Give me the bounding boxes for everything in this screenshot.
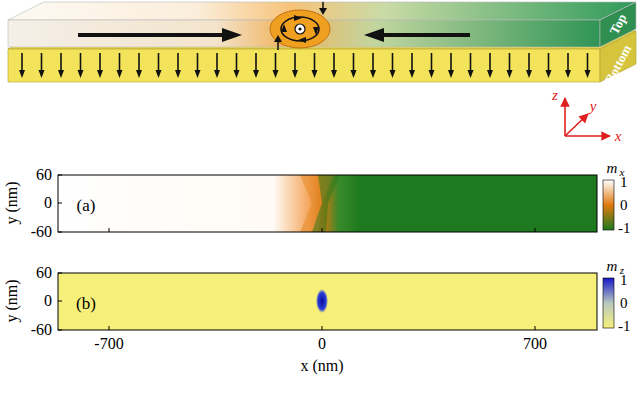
node-label: (a): [77, 197, 96, 214]
top-layer-face: Top: [600, 2, 636, 47]
node-label: Bottom: [603, 43, 634, 85]
tick-label: 700: [523, 336, 547, 352]
tick-label: -700: [94, 336, 123, 352]
node-label: (b): [76, 295, 96, 312]
colorbar-tick: 0: [620, 296, 628, 311]
colorbar-tick: 0: [620, 198, 628, 213]
tick-label: 0: [44, 195, 52, 211]
axis-title: y (nm): [4, 279, 20, 322]
tick-label: -60: [31, 322, 52, 338]
colorbar-label: m: [607, 259, 618, 274]
colorbar-label: m: [607, 161, 618, 176]
axis-title: y (nm): [4, 181, 20, 224]
axis-label: y: [590, 99, 597, 114]
tick-label: 60: [36, 167, 52, 183]
tick-label: 60: [36, 265, 52, 281]
tick-label: 0: [318, 336, 326, 352]
plot-panel: (b): [58, 273, 597, 330]
axis-label: x: [615, 129, 622, 144]
axis-label: z: [552, 88, 558, 103]
tick-label: -60: [31, 224, 52, 240]
axis-title: x (nm): [300, 358, 343, 374]
tick-label: 0: [44, 293, 52, 309]
colorbar-tick: -1: [618, 319, 631, 334]
plot-panel: (a): [58, 175, 597, 232]
colorbar-tick: -1: [618, 221, 631, 236]
colorbar-tick: 1: [620, 273, 628, 288]
node-label: Top: [607, 12, 628, 37]
bottom-layer-face: Bottom: [600, 31, 636, 82]
colorbar-tick: 1: [620, 175, 628, 190]
